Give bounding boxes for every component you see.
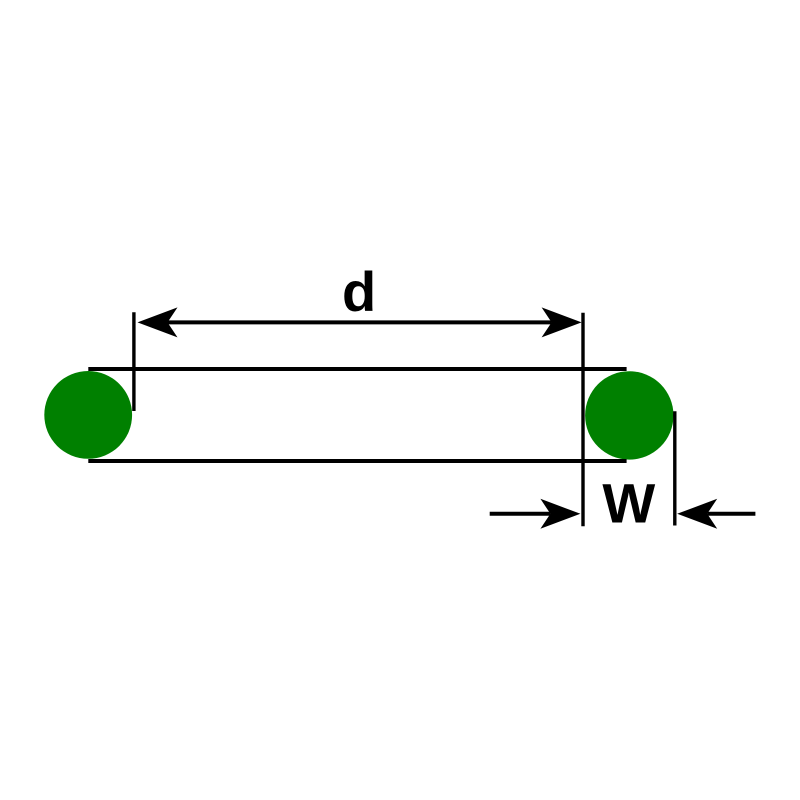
svg-text:W: W <box>602 472 655 535</box>
svg-text:d: d <box>342 260 376 323</box>
